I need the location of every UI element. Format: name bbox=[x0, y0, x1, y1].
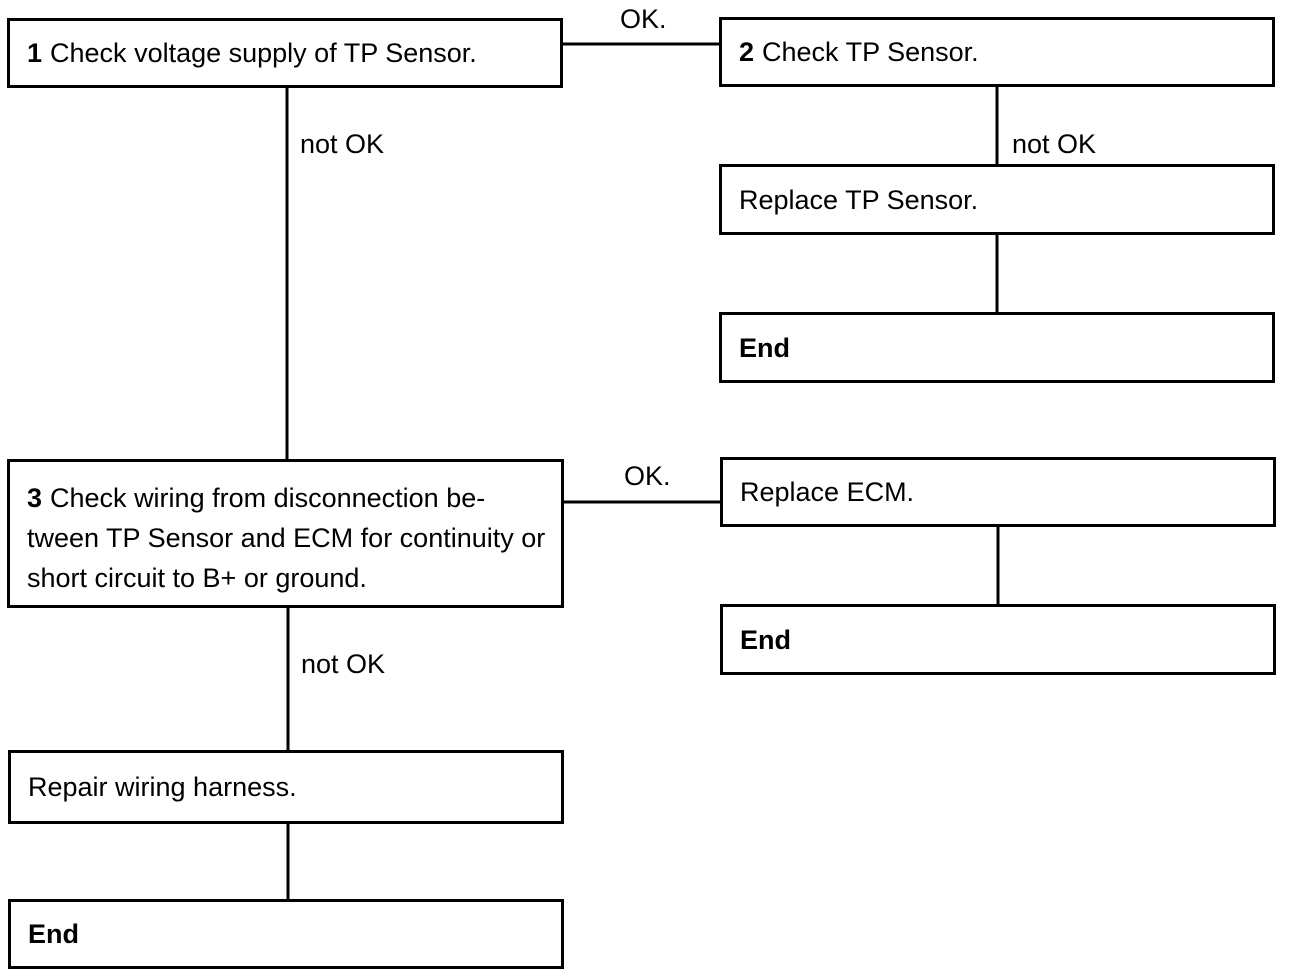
end-box-wiring: End bbox=[8, 899, 564, 969]
replace-tp-sensor-text: Replace TP Sensor. bbox=[739, 184, 979, 215]
edge-label-not-ok-3-to-repair: not OK bbox=[301, 649, 386, 679]
replace-ecm-box: Replace ECM. bbox=[720, 457, 1276, 527]
end-label: End bbox=[739, 332, 790, 363]
step-1-number: 1 bbox=[27, 38, 43, 68]
repair-wiring-text: Repair wiring harness. bbox=[28, 772, 297, 802]
step-1-text: Check voltage supply of TP Sensor. bbox=[50, 38, 477, 68]
end-label: End bbox=[740, 624, 791, 655]
replace-ecm-text: Replace ECM. bbox=[740, 477, 915, 507]
edge-label-ok-1-to-2: OK. bbox=[620, 4, 667, 34]
replace-tp-sensor-box: Replace TP Sensor. bbox=[719, 164, 1275, 235]
end-box-ecm: End bbox=[720, 604, 1276, 675]
step-3-number: 3 bbox=[27, 483, 43, 513]
step-3-text: Check wiring from disconnection be-tween… bbox=[27, 483, 546, 593]
end-label: End bbox=[28, 919, 79, 949]
step-2-text: Check TP Sensor. bbox=[762, 37, 979, 67]
edge-label-not-ok-1-to-3: not OK bbox=[300, 129, 385, 159]
step-2-number: 2 bbox=[739, 37, 755, 67]
edge-label-ok-3-to-ecm: OK. bbox=[624, 461, 671, 491]
end-box-tp-sensor: End bbox=[719, 312, 1275, 383]
repair-wiring-box: Repair wiring harness. bbox=[8, 750, 564, 824]
edge-label-not-ok-2-to-replace: not OK bbox=[1012, 129, 1097, 159]
